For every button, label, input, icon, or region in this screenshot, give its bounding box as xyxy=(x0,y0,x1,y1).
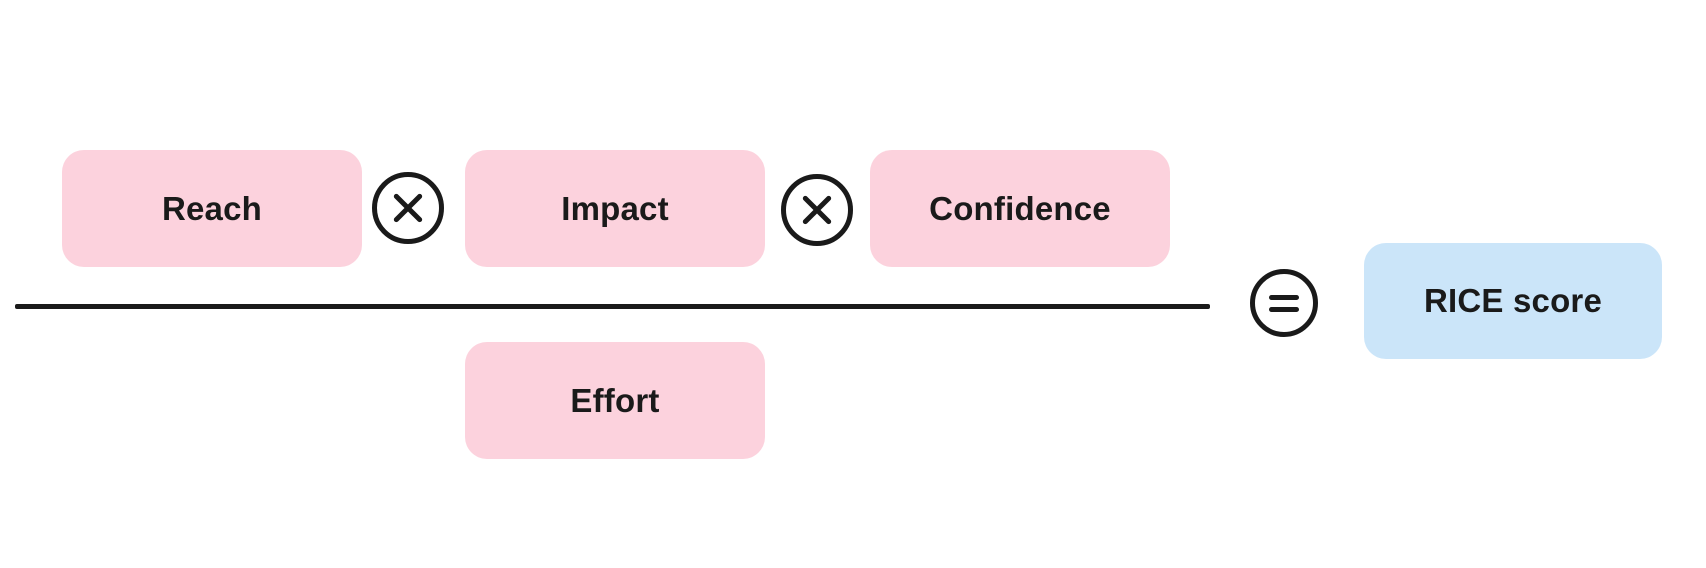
effort-label: Effort xyxy=(570,381,660,419)
multiply-icon xyxy=(372,172,444,244)
confidence-box: Confidence xyxy=(870,150,1170,267)
equals-icon-stroke xyxy=(1269,306,1299,312)
rice-score-label: RICE score xyxy=(1423,282,1603,319)
reach-box: Reach xyxy=(62,150,362,267)
impact-box: Impact xyxy=(465,150,765,267)
equals-icon-stroke xyxy=(1269,294,1299,300)
division-line xyxy=(15,304,1210,309)
effort-box: Effort xyxy=(465,342,765,459)
rice-score-box: RICE score xyxy=(1364,243,1662,359)
reach-label: Reach xyxy=(161,189,263,227)
multiply-icon xyxy=(781,174,853,246)
confidence-label: Confidence xyxy=(929,189,1111,227)
impact-label: Impact xyxy=(561,189,669,227)
equals-icon xyxy=(1250,269,1318,337)
